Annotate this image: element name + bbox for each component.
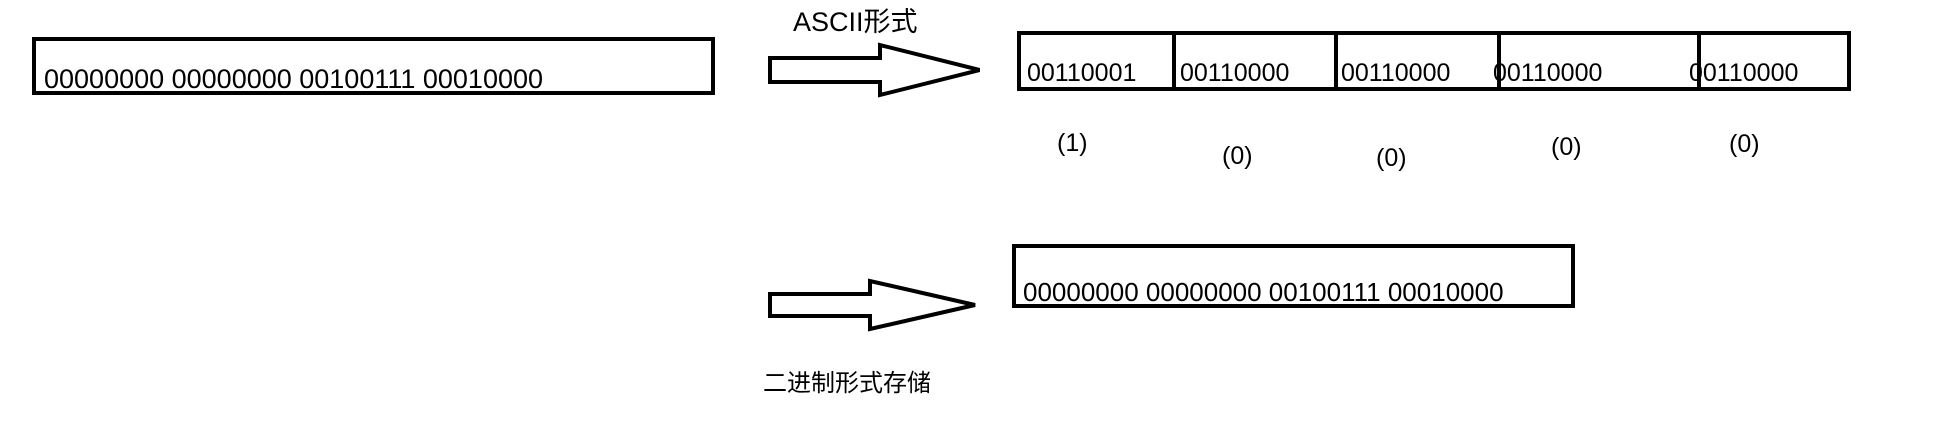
ascii-form-label: ASCII形式 (793, 7, 918, 37)
source-binary-text: 00000000 00000000 00100111 00010000 (44, 64, 544, 94)
ascii-bytes-box (1017, 31, 1851, 91)
ascii-digit-label: (1) (1057, 129, 1088, 157)
ascii-cell-bits: 00110001 (1027, 59, 1137, 87)
ascii-cell-bits: 00110000 (1689, 59, 1799, 87)
source-binary-box (32, 37, 715, 95)
ascii-cell-divider (1172, 31, 1176, 91)
ascii-cell-divider (1497, 31, 1501, 91)
ascii-digit-label: (0) (1376, 144, 1407, 172)
ascii-digit-label: (0) (1729, 130, 1760, 158)
binary-storage-text: 00000000 00000000 00100111 00010000 (1023, 277, 1504, 307)
binary-storage-label: 二进制形式存储 (763, 370, 931, 397)
ascii-cell-bits: 00110000 (1493, 59, 1603, 87)
binary-arrow-icon (768, 278, 976, 332)
ascii-arrow-icon (768, 42, 980, 98)
ascii-digit-label: (0) (1551, 133, 1582, 161)
ascii-cell-bits: 00110000 (1180, 59, 1290, 87)
ascii-cell-divider (1697, 31, 1701, 91)
ascii-digit-label: (0) (1222, 142, 1253, 170)
binary-storage-box (1012, 244, 1575, 308)
ascii-cell-divider (1334, 31, 1338, 91)
ascii-cell-bits: 00110000 (1341, 59, 1451, 87)
